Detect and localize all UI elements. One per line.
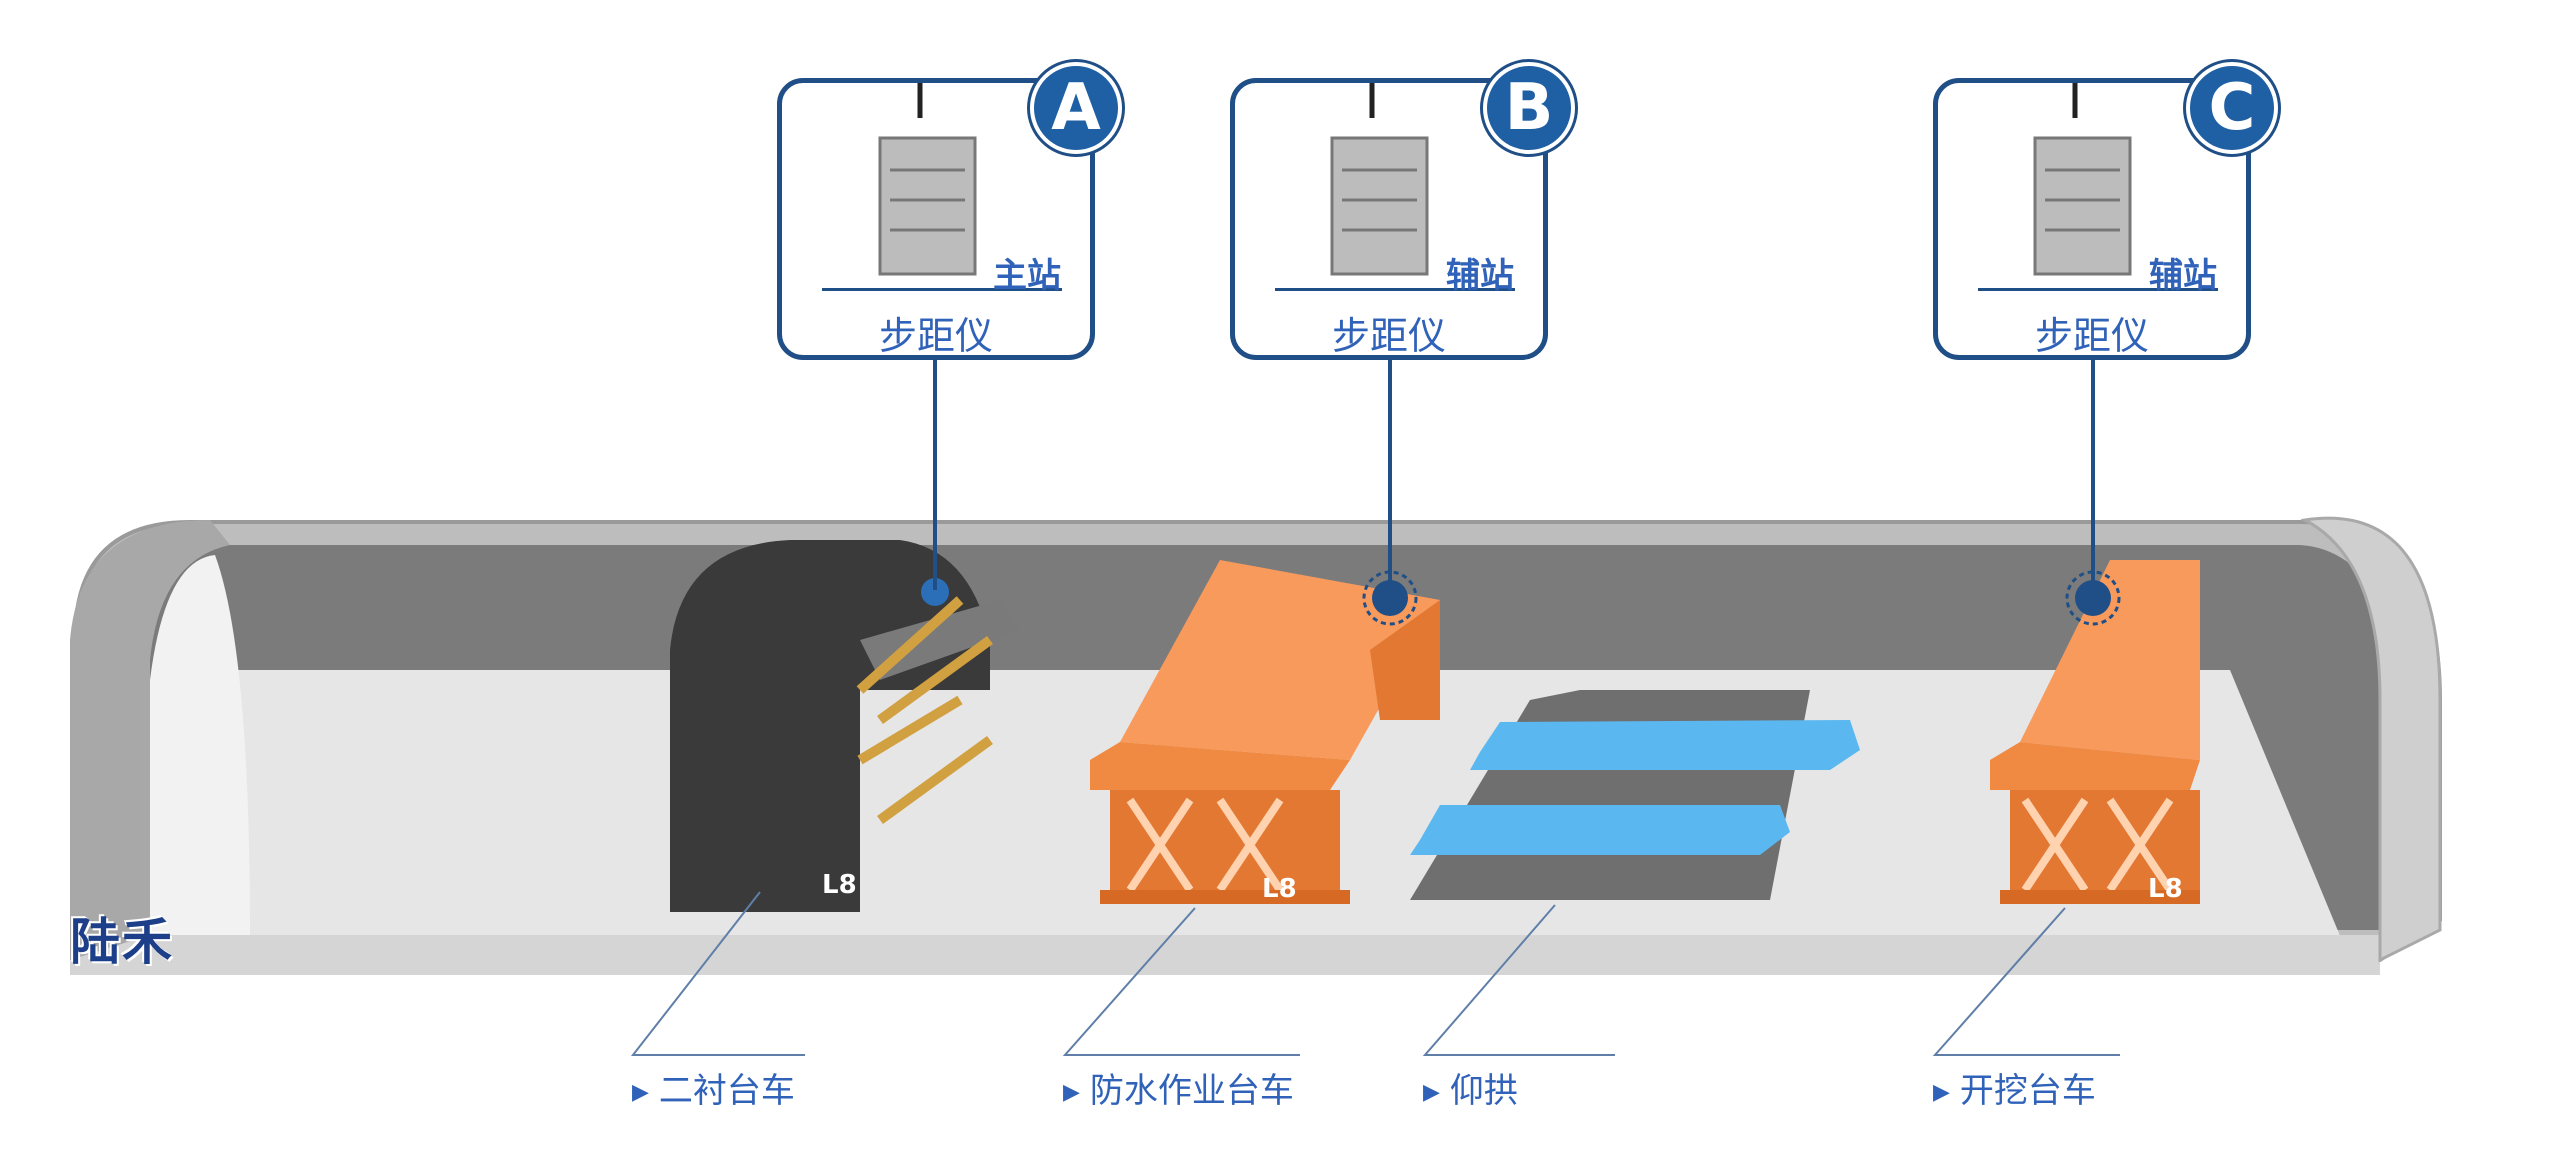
station-b-box — [1230, 78, 1548, 360]
signal-point-icon — [1372, 580, 1408, 616]
equipment-label-secondary-lining: ▶二衬台车 — [632, 1071, 795, 1111]
station-a-role: 主站 — [993, 256, 1061, 296]
arrow-right-icon: ▶ — [1063, 1080, 1080, 1105]
station-c-box — [1933, 78, 2251, 360]
left-portal-opening — [150, 555, 250, 935]
arrow-right-icon: ▶ — [1933, 1080, 1950, 1105]
station-b-role: 辅站 — [1446, 256, 1514, 296]
gateway-device-icon — [2033, 80, 2132, 276]
excavation-trolley: L8 — [1990, 560, 2200, 904]
leader-line — [1422, 904, 1615, 1056]
gateway-device-icon — [878, 80, 977, 276]
station-b-badge: B — [1483, 62, 1575, 154]
station-divider — [822, 288, 1062, 291]
invert-arch — [1410, 690, 1860, 900]
station-b-device: 步距仪 — [1331, 314, 1446, 358]
waterproof-trolley: L8 — [1090, 560, 1440, 904]
leader-line — [1932, 907, 2120, 1056]
equipment-label-invert: ▶仰拱 — [1423, 1071, 1518, 1111]
tunnel-floor-front — [70, 935, 2380, 975]
signal-point-icon — [2075, 580, 2111, 616]
leader-line — [630, 891, 805, 1056]
secondary-lining-tag: L8 — [822, 870, 857, 900]
station-a-badge: A — [1030, 62, 1122, 154]
station-c-role: 辅站 — [2149, 256, 2217, 296]
station-a-device: 步距仪 — [878, 314, 993, 358]
arrow-right-icon: ▶ — [632, 1080, 649, 1105]
equipment-label-waterproof: ▶防水作业台车 — [1063, 1071, 1294, 1111]
gateway-device-icon — [1330, 80, 1429, 276]
station-c-device: 步距仪 — [2034, 314, 2149, 358]
svg-text:L8: L8 — [2148, 874, 2183, 904]
arrow-right-icon: ▶ — [1423, 1080, 1440, 1105]
svg-text:L8: L8 — [1262, 874, 1297, 904]
equipment-label-excavation: ▶开挖台车 — [1933, 1071, 2096, 1111]
secondary-lining-truss — [856, 596, 993, 825]
signal-point-icon — [921, 578, 949, 606]
right-portal-arch — [2300, 516, 2442, 963]
station-divider — [1275, 288, 1515, 291]
station-c-badge: C — [2186, 62, 2278, 154]
brand-logo-text: 陆禾 — [70, 913, 174, 971]
leader-line — [1062, 907, 1300, 1056]
station-a-box — [777, 78, 1095, 360]
station-divider — [1978, 288, 2218, 291]
